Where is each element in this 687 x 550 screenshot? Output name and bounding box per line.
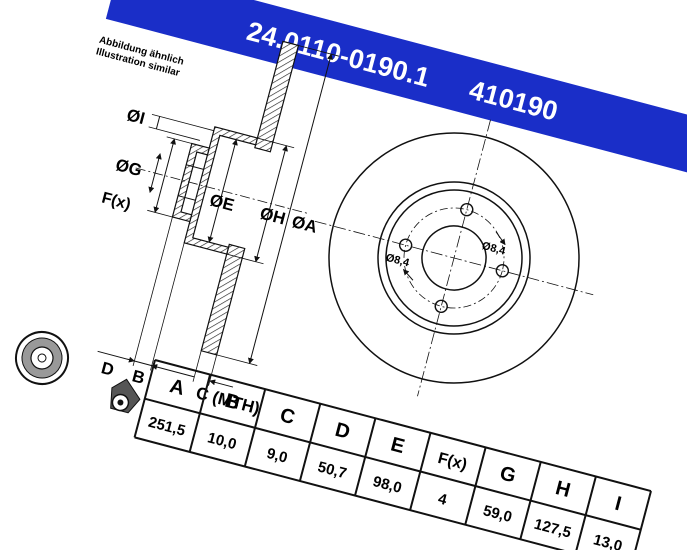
bolt-hole [495, 264, 510, 278]
table-value-3: 50,7 [316, 458, 349, 482]
dim-label-i: ØI [125, 105, 147, 128]
table-value-2: 9,0 [265, 445, 290, 467]
hub-flange-section [171, 142, 210, 223]
table-header-0: A [167, 375, 187, 400]
bolt-circle [403, 207, 505, 309]
table-header-3: D [333, 419, 353, 444]
cross-section-view: ØI ØG ØE ØH ØA F(x) D B C (MTH) [97, 40, 340, 418]
table-value-6: 59,0 [481, 502, 514, 526]
bolt-hole [398, 238, 413, 252]
dim-label-f: F(x) [100, 190, 133, 214]
dimension-table: ABCDEF(x)GHI251,510,09,050,798,0459,0127… [133, 359, 652, 550]
dim-label-a: ØA [290, 212, 320, 237]
table-value-7: 127,5 [532, 516, 573, 542]
dim-label-g: ØG [114, 155, 144, 180]
table-value-0: 251,5 [147, 414, 188, 440]
dim-label-d: D [99, 358, 116, 380]
table-header-7: H [553, 477, 573, 502]
table-value-5: 4 [436, 490, 449, 509]
hole-diameter-label: Ø8,4 [384, 252, 411, 270]
table-header-1: B [223, 390, 243, 415]
table-value-1: 10,0 [206, 429, 239, 453]
friction-ring-section [200, 243, 246, 356]
table-header-6: G [498, 462, 519, 487]
table-header-8: I [613, 493, 624, 516]
caliper-icon [110, 378, 141, 414]
table-value-8: 13,0 [591, 531, 624, 550]
brake-disc-icon [15, 331, 69, 385]
dim-label-h: ØH [258, 204, 288, 229]
dim-label-e: ØE [208, 190, 237, 215]
dim-label-b: B [130, 366, 147, 388]
bolt-hole [460, 202, 474, 217]
bolt-hole [434, 299, 448, 314]
table-header-2: C [278, 404, 298, 429]
illustration-caption: Abbildung ähnlich Illustration similar [95, 35, 185, 79]
table-header-5: F(x) [436, 450, 469, 474]
table-header-4: E [388, 433, 407, 458]
table-value-4: 98,0 [371, 473, 404, 497]
